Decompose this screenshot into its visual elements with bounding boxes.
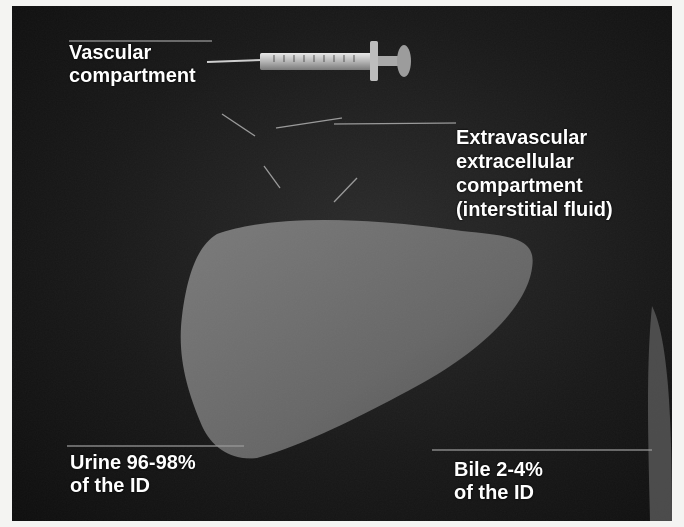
label-line: Extravascular: [456, 126, 613, 150]
label-line: (interstitial fluid): [456, 198, 613, 222]
label-line: of the ID: [454, 482, 543, 505]
urine-label: Urine 96-98% of the ID: [70, 452, 196, 498]
label-line: Vascular: [69, 42, 196, 65]
label-line: Urine 96-98%: [70, 452, 196, 475]
label-line: compartment: [456, 174, 613, 198]
bile-label: Bile 2-4% of the ID: [454, 459, 543, 505]
extravascular-compartment-label: Extravascular extracellular compartment …: [456, 126, 613, 222]
figure-panel: Vascular compartment Extravascular extra…: [12, 6, 672, 521]
label-line: Bile 2-4%: [454, 459, 543, 482]
label-line: compartment: [69, 65, 196, 88]
label-line: extracellular: [456, 150, 613, 174]
vascular-compartment-label: Vascular compartment: [69, 42, 196, 88]
label-line: of the ID: [70, 475, 196, 498]
